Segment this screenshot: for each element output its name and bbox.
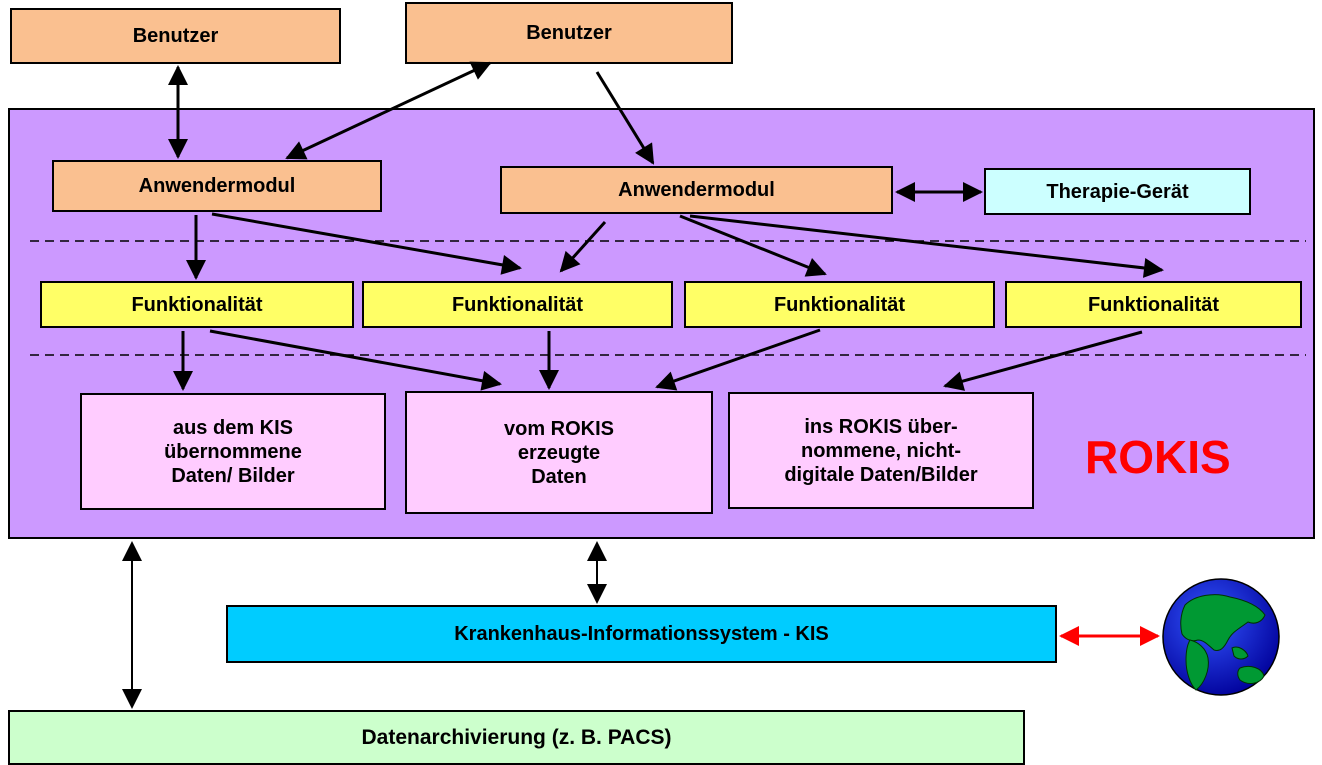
application-module-2: Anwendermodul (500, 166, 893, 214)
user-box-1: Benutzer (10, 8, 341, 64)
functionality-box-4: Funktionalität (1005, 281, 1302, 328)
user-box-2: Benutzer (405, 2, 733, 64)
kis-box: Krankenhaus-Informationssystem - KIS (226, 605, 1057, 663)
rokis-label: ROKIS (1085, 431, 1231, 483)
non-digital-data-box: ins ROKIS über- nommene, nicht- digitale… (728, 392, 1034, 509)
rokis-generated-data-box: vom ROKIS erzeugte Daten (405, 391, 713, 514)
functionality-box-1: Funktionalität (40, 281, 354, 328)
kis-imported-data-box: aus dem KIS übernommene Daten/ Bilder (80, 393, 386, 510)
functionality-box-2: Funktionalität (362, 281, 673, 328)
data-archive-box: Datenarchivierung (z. B. PACS) (8, 710, 1025, 765)
therapy-device-box: Therapie-Gerät (984, 168, 1251, 215)
globe-icon (1162, 578, 1280, 696)
application-module-1: Anwendermodul (52, 160, 382, 212)
functionality-box-3: Funktionalität (684, 281, 995, 328)
